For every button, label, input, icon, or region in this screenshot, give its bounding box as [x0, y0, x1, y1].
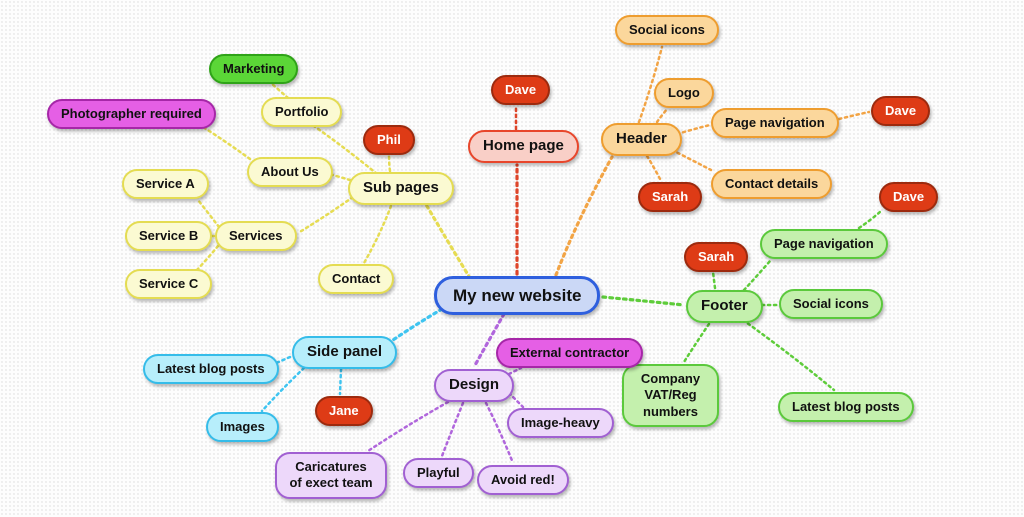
- edge-portfolio-marketing: [269, 81, 290, 100]
- edge-header-social-icons: [637, 45, 664, 124]
- node-jane[interactable]: Jane: [315, 396, 373, 427]
- edge-header-logo: [655, 106, 670, 124]
- node-about-us[interactable]: About Us: [247, 157, 333, 188]
- edge-footer-company-vat: [682, 322, 711, 364]
- node-design[interactable]: Design: [434, 369, 515, 402]
- edge-header-page-navigation: [675, 123, 712, 136]
- edge-center-sub-pages: [422, 199, 472, 280]
- node-sub-pages[interactable]: Sub pages: [348, 172, 454, 205]
- edge-side-panel-latest-blog-posts: [266, 355, 292, 368]
- node-sarah-footer[interactable]: Sarah: [684, 242, 749, 273]
- node-company-vat-reg-numbers[interactable]: Company VAT/Reg numbers: [622, 364, 719, 427]
- edge-footer-sarah: [711, 270, 717, 290]
- edge-design-avoid-red: [484, 401, 515, 465]
- node-dave-header[interactable]: Dave: [871, 96, 931, 127]
- node-page-navigation-header[interactable]: Page navigation: [711, 108, 839, 139]
- edge-services-service-a: [196, 198, 221, 229]
- node-service-c[interactable]: Service C: [125, 269, 213, 300]
- node-social-icons-header[interactable]: Social icons: [615, 15, 719, 46]
- edge-services-service-c: [195, 244, 220, 272]
- edge-center-footer: [601, 295, 686, 307]
- node-dave-footer[interactable]: Dave: [879, 182, 939, 213]
- node-service-b[interactable]: Service B: [125, 221, 213, 252]
- node-images[interactable]: Images: [206, 412, 279, 443]
- node-sarah-header[interactable]: Sarah: [638, 182, 703, 213]
- node-dave-home[interactable]: Dave: [491, 75, 551, 106]
- edge-footer-latest-blog-posts: [741, 318, 836, 392]
- edge-center-header: [554, 155, 614, 277]
- node-page-navigation-footer[interactable]: Page navigation: [760, 229, 888, 260]
- edge-about-us-photographer: [201, 125, 252, 161]
- node-services[interactable]: Services: [215, 221, 297, 252]
- edge-header-sarah: [645, 154, 663, 183]
- edge-design-external-contractor: [507, 366, 523, 376]
- edge-sub-pages-services: [296, 195, 355, 235]
- edge-side-panel-images: [260, 366, 306, 413]
- edge-header-contact-details: [670, 148, 713, 172]
- edge-center-design: [472, 312, 506, 369]
- node-latest-blog-posts-side[interactable]: Latest blog posts: [143, 354, 279, 385]
- node-contact[interactable]: Contact: [318, 264, 395, 295]
- edge-center-side-panel: [388, 307, 444, 344]
- edge-design-caricatures: [366, 400, 450, 453]
- node-latest-blog-posts-footer[interactable]: Latest blog posts: [778, 392, 914, 423]
- node-marketing[interactable]: Marketing: [209, 54, 299, 85]
- edge-sub-pages-contact: [362, 204, 393, 265]
- node-service-a[interactable]: Service A: [122, 169, 209, 200]
- node-playful[interactable]: Playful: [403, 458, 474, 489]
- node-side-panel[interactable]: Side panel: [292, 336, 398, 369]
- edge-design-image-heavy: [507, 391, 525, 409]
- node-avoid-red[interactable]: Avoid red!: [477, 465, 569, 496]
- node-phil[interactable]: Phil: [363, 125, 415, 156]
- node-footer[interactable]: Footer: [686, 290, 763, 323]
- node-photographer-required[interactable]: Photographer required: [47, 99, 216, 130]
- node-external-contractor[interactable]: External contractor: [496, 338, 644, 369]
- edge-sub-pages-phil: [387, 154, 392, 173]
- node-social-icons-footer[interactable]: Social icons: [779, 289, 883, 320]
- node-portfolio[interactable]: Portfolio: [261, 97, 343, 128]
- edge-page-navigation-dave-ftr: [857, 209, 883, 230]
- node-logo[interactable]: Logo: [654, 78, 714, 109]
- node-home-page[interactable]: Home page: [468, 130, 579, 163]
- node-header[interactable]: Header: [601, 123, 682, 156]
- edge-page-navigation-dave: [837, 110, 871, 121]
- edge-design-playful: [440, 401, 465, 458]
- node-caricatures-of-exect-team[interactable]: Caricatures of exect team: [275, 452, 387, 499]
- edge-side-panel-jane: [338, 367, 343, 396]
- node-my-new-website[interactable]: My new website: [434, 276, 601, 316]
- edge-footer-page-navigation: [742, 259, 772, 292]
- node-image-heavy[interactable]: Image-heavy: [507, 408, 614, 439]
- node-contact-details[interactable]: Contact details: [711, 169, 833, 200]
- edge-sub-pages-portfolio: [312, 124, 379, 176]
